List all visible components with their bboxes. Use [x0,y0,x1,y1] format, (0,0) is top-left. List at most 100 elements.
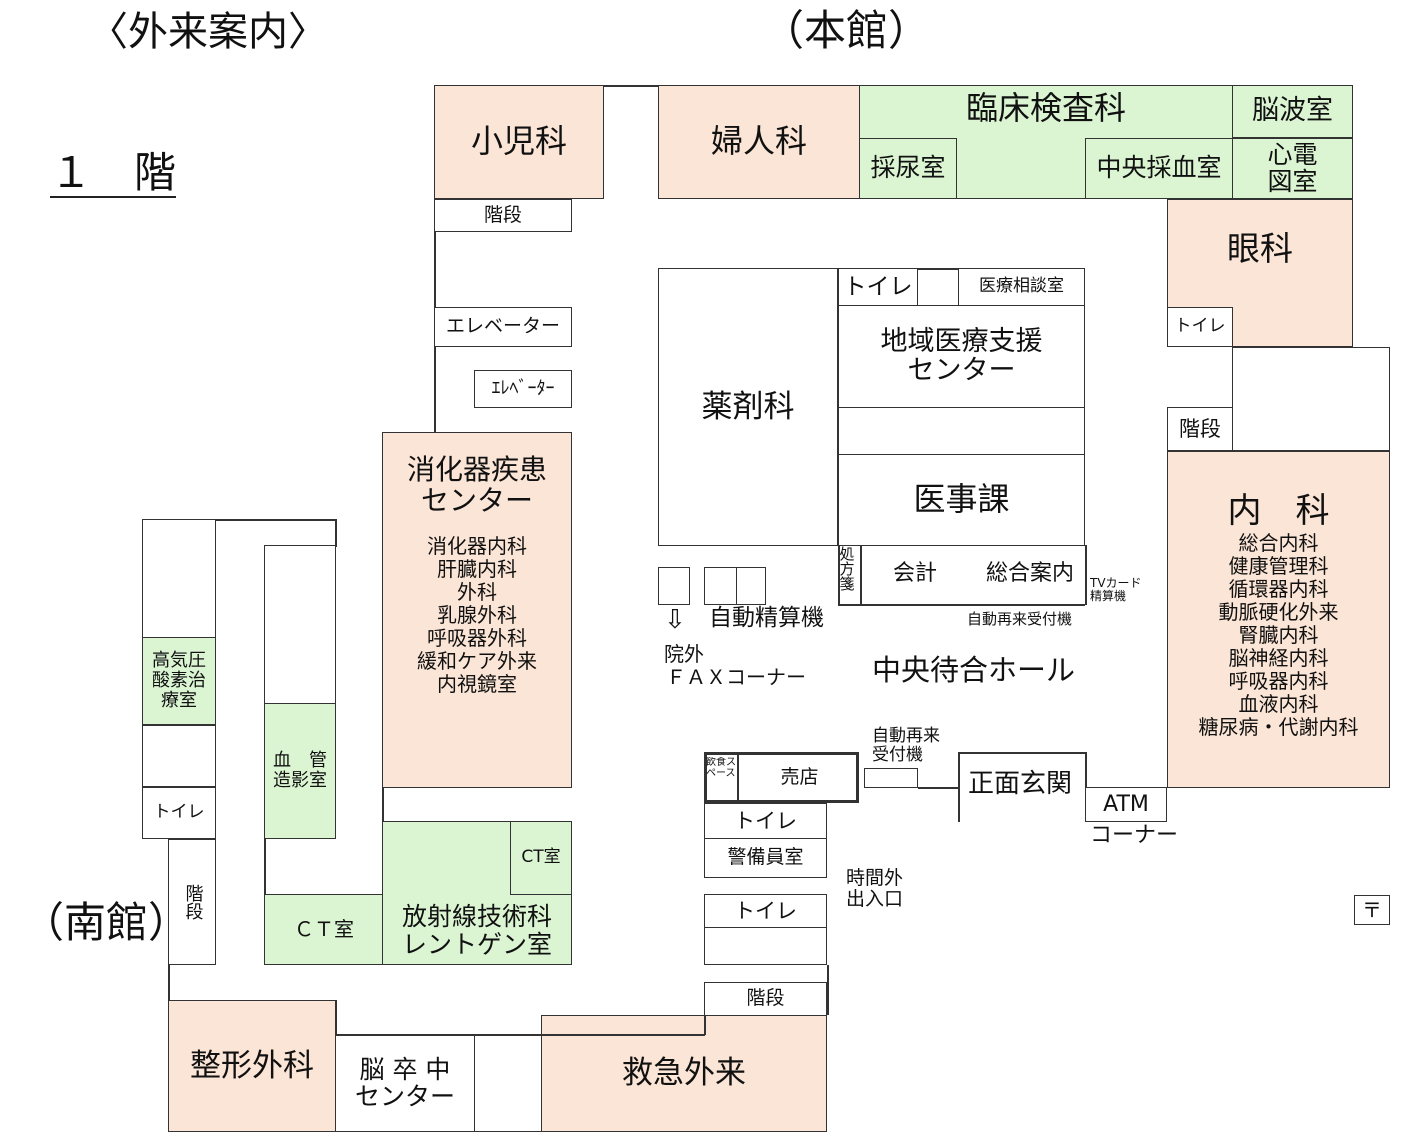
regional-center-room[interactable]: 地域医療支援 センター [838,305,1085,408]
elevator-small-room[interactable]: ｴﾚﾍﾞｰﾀｰ [474,370,572,408]
toilet-south-label: トイレ [153,802,205,823]
main-building-label: （本館） [762,6,931,55]
atm-label: ATM [1103,791,1149,817]
auto-payment-label[interactable]: 自動精算機 [709,605,824,631]
south-connector [335,1000,337,1036]
entrance-top [958,752,1085,754]
after-hours-label[interactable]: 時間外 出入口 [846,867,904,910]
toilet-east-label: トイレ [1174,316,1226,337]
south-top-line [142,519,335,521]
lower-blank [704,927,827,965]
ecg-label: 心電 図室 [1267,140,1318,196]
prescription-label[interactable]: 処方箋 [837,546,856,591]
general-info-label[interactable]: 総合案内 [986,561,1075,586]
toilet-lower-2[interactable]: トイレ [704,894,827,928]
south-right-line [335,519,337,547]
toilet-lower-2-label: トイレ [734,898,797,923]
stairs-lower-label: 階段 [746,987,785,1010]
clinical-lab-label: 臨床検査科 [965,89,1126,127]
pediatrics-room[interactable]: 小児科 [434,85,604,199]
digestive-center-room[interactable]: 消化器疾患 センター 消化器内科 肝臓内科 外科 乳腺外科 呼吸器外科 緩和ケア… [382,432,572,788]
external-fax-label-1[interactable]: 院外 [664,642,704,666]
counter-line-2 [860,545,862,605]
eeg-label: 脳波室 [1252,95,1333,127]
stairs-east-label: 階段 [1179,416,1221,441]
gynecology-room[interactable]: 婦人科 [658,85,860,199]
machine-3[interactable] [736,567,766,605]
internal-medicine-room[interactable]: 内 科 総合内科 健康管理科 循環器内科 動脈硬化外来 腎臓内科 脳神経内科 呼… [1167,451,1390,788]
down-arrow-icon: ⇩ [664,605,686,635]
south-blank-1 [142,725,216,787]
south-connector-2 [335,1034,705,1036]
tv-card-label[interactable]: TVカード 精算機 [1090,576,1142,604]
stroke-center-room[interactable]: 脳 卒 中 センター [335,1034,475,1132]
central-hall-label: 中央待合ホール [872,653,1076,687]
counter-right [1085,545,1087,605]
security-room[interactable]: 警備員室 [704,838,827,878]
urine-room[interactable]: 採尿室 [859,138,957,199]
radiology-label: 放射線技術科 レントゲン室 [401,902,552,959]
south-vertical-mid [382,788,384,822]
elevator-room[interactable]: エレベーター [434,307,572,347]
angio-label: 血 管 造影室 [273,750,327,791]
stairs-south: 階段 [168,839,216,965]
machine-1[interactable] [658,567,690,605]
angio-room[interactable]: 血 管 造影室 [264,703,336,839]
toilet-south[interactable]: トイレ [142,787,216,839]
ct-small-label: CT室 [521,847,561,868]
medical-consult-room[interactable]: 医療相談室 [958,268,1085,306]
ophthalmology-label: 眼科 [1227,229,1293,268]
pharmacy-room[interactable]: 薬剤科 [658,268,838,546]
ct-room[interactable]: ＣＴ室 [264,894,384,965]
guide-title: 〈外来案内〉 [88,9,328,55]
hyperbaric-label: 高気圧 酸素治 療室 [152,650,206,711]
regional-center-label: 地域医療支援 センター [880,326,1043,386]
auto-reentry-machine[interactable] [864,768,918,788]
digestive-list: 消化器内科 肝臓内科 外科 乳腺外科 呼吸器外科 緩和ケア外来 内視鏡室 [417,533,537,696]
toilet-lower-1-label: トイレ [734,808,797,833]
orthopedics-room[interactable]: 整形外科 [168,1000,336,1132]
lower-right-line [827,965,829,1015]
atm-booth[interactable]: ATM [1085,787,1167,822]
toilet-east[interactable]: トイレ [1167,307,1233,347]
toilet-central[interactable]: トイレ [838,268,918,306]
south-corridor-1 [142,519,216,639]
stairs-lower: 階段 [704,982,827,1016]
corridor-top-line [604,85,658,87]
postal-label: 〒 [1362,897,1382,922]
ct-small-room[interactable]: CT室 [510,821,572,895]
toilet-lower-1[interactable]: トイレ [704,803,827,839]
counter-bottom [838,604,1085,606]
eeg-room[interactable]: 脳波室 [1232,85,1353,138]
central-blank [838,407,1085,455]
ecg-room[interactable]: 心電 図室 [1232,138,1353,199]
ct-label: ＣＴ室 [294,917,354,941]
auto-reentry-label[interactable]: 自動再来受付機 [967,610,1073,628]
emergency-room[interactable]: 救急外来 [541,1015,827,1132]
accounting-label[interactable]: 会計 [893,561,938,586]
stairs-north: 階段 [434,199,572,232]
toilet-central-label: トイレ [843,273,913,300]
stairs-east: 階段 [1167,407,1233,451]
entrance-line [918,787,960,789]
medical-affairs-room[interactable]: 医事課 [838,454,1085,546]
hyperbaric-room[interactable]: 高気圧 酸素治 療室 [142,637,216,725]
east-corridor [1232,347,1390,451]
elevator-small-label: ｴﾚﾍﾞｰﾀｰ [491,377,555,399]
machine-2[interactable] [704,567,737,605]
blood-draw-room[interactable]: 中央採血室 [1085,138,1233,199]
external-fax-label-2[interactable]: ＦＡＸコーナー [666,665,806,689]
shop-room[interactable]: 売店 [704,752,859,803]
blood-draw-label: 中央採血室 [1096,153,1222,183]
shop-divider [737,754,739,801]
pediatrics-label: 小児科 [470,122,567,161]
south-corridor-2 [264,545,336,705]
lower-left-line [704,1015,706,1035]
entrance-left [958,752,960,822]
shop-label: 売店 [780,765,819,788]
eating-space-label[interactable]: 飲食スペース [706,757,736,779]
main-entrance-label[interactable]: 正面玄関 [968,769,1073,799]
stroke-center-label: 脳 卒 中 センター [354,1054,455,1111]
postal-icon[interactable]: 〒 [1354,895,1390,925]
auto-reentry-2-label[interactable]: 自動再来 受付機 [872,726,940,765]
